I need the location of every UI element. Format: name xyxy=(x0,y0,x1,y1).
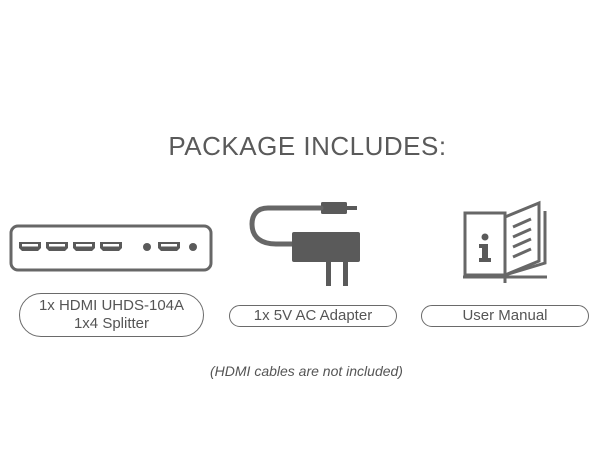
cables-not-included-note: (HDMI cables are not included) xyxy=(210,363,403,379)
item-label-line: 1x HDMI UHDS-104A xyxy=(38,297,185,314)
item-label-splitter: 1x HDMI UHDS-104A 1x4 Splitter xyxy=(19,293,204,337)
ac-adapter-icon xyxy=(249,202,360,286)
hdmi-splitter-icon xyxy=(9,224,213,272)
item-label-manual: User Manual xyxy=(421,305,589,327)
section-heading: PACKAGE INCLUDES: xyxy=(168,131,447,161)
item-label-adapter: 1x 5V AC Adapter xyxy=(229,305,397,327)
item-label-line: User Manual xyxy=(462,307,548,324)
item-label-line: 1x 5V AC Adapter xyxy=(253,307,373,324)
item-label-line: 1x4 Splitter xyxy=(73,315,150,332)
user-manual-icon xyxy=(463,200,547,283)
